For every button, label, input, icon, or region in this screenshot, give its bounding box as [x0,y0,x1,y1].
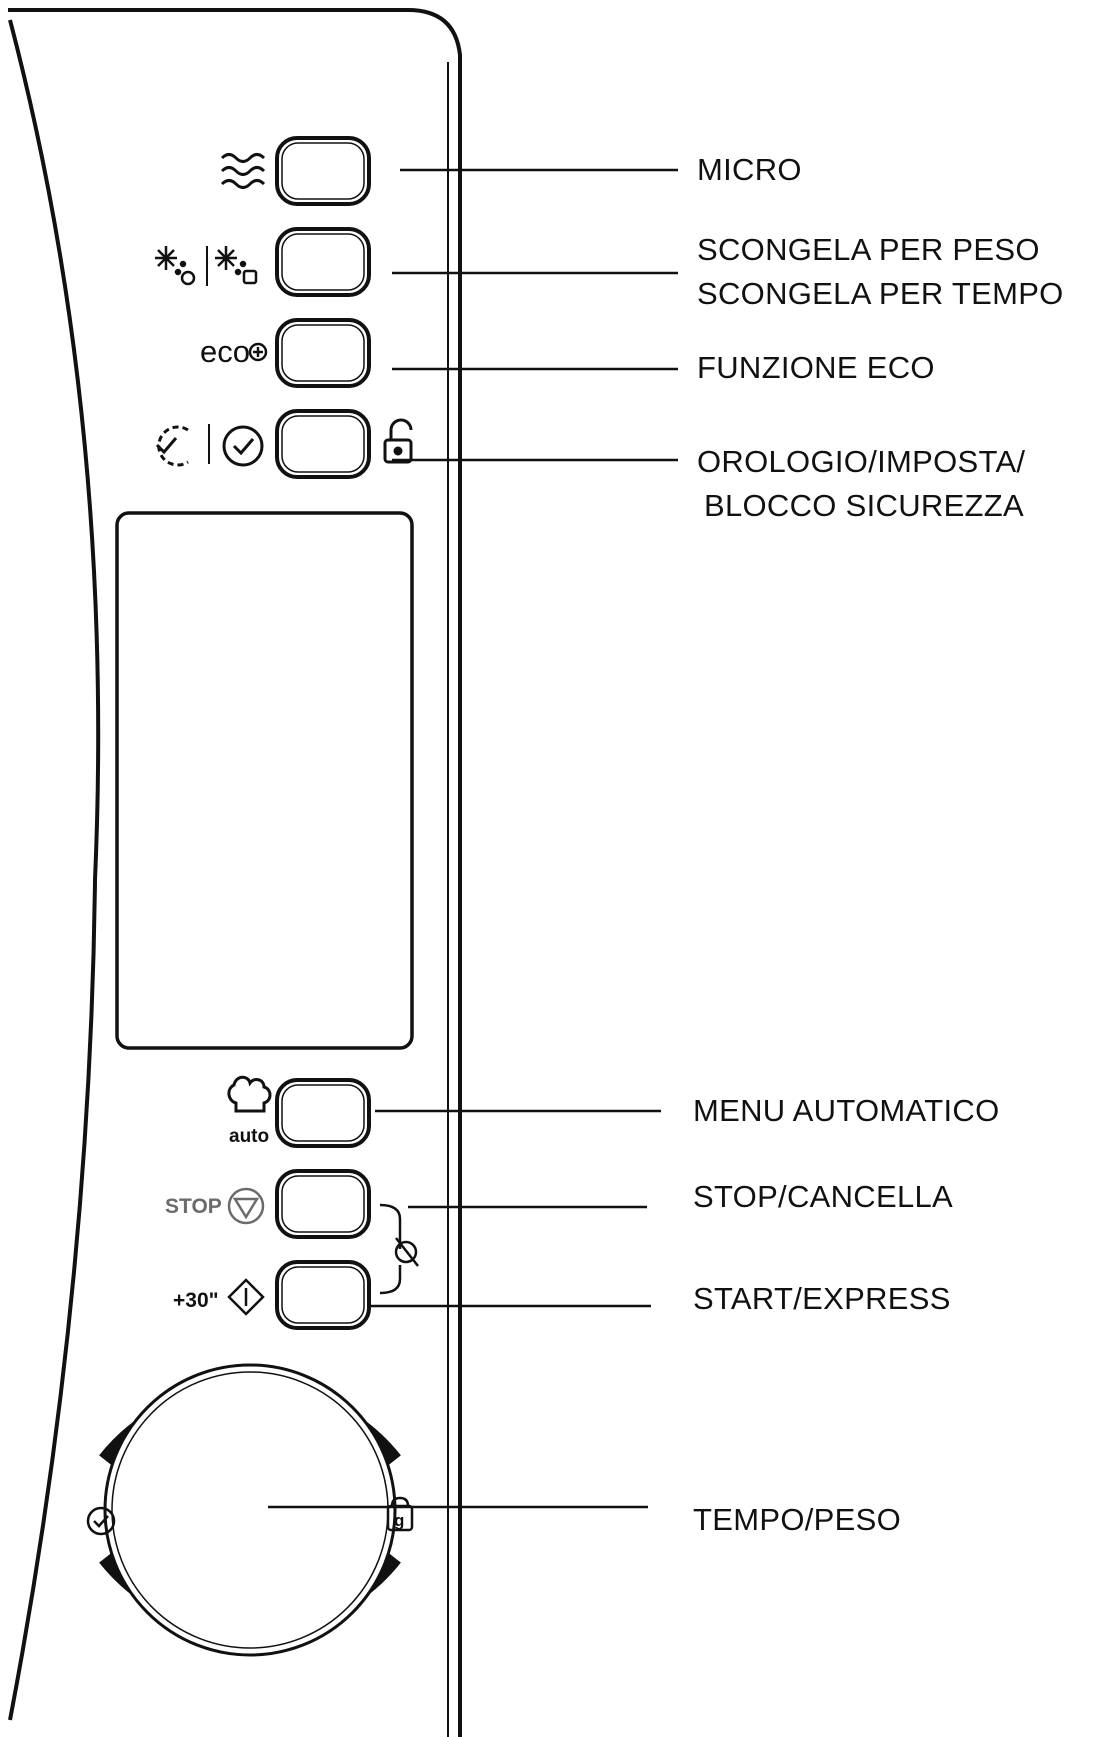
dial-clock-icon [86,1506,116,1536]
eco-label: eco [200,334,250,369]
auto-label: auto [229,1126,269,1147]
callout-defrost-time: SCONGELA PER TEMPO [697,276,1064,311]
stop-triangle-icon [227,1187,265,1225]
defrost-by-time-icon [215,246,258,285]
callout-time-weight: TEMPO/PESO [693,1502,901,1537]
chef-hat-icon [227,1075,272,1113]
defrost-by-weight-icon [155,246,196,286]
timer-clock-icon [155,425,189,467]
callout-micro: MICRO [697,152,802,187]
defrost-button[interactable] [275,227,371,297]
time-weight-dial[interactable] [99,1363,401,1657]
eco-button[interactable] [275,318,371,388]
stop-button[interactable] [275,1169,371,1239]
callout-clock: OROLOGIO/IMPOSTA/ BLOCCO SICUREZZA [697,440,1025,528]
start-diamond-icon [227,1278,265,1316]
clock-check-icon [222,425,264,467]
auto-menu-button[interactable] [275,1078,371,1148]
callout-stop-cancel: STOP/CANCELLA [693,1179,954,1214]
plus30-label: +30" [173,1289,219,1312]
callout-defrost-weight: SCONGELA PER PESO [697,232,1040,267]
combo-bracket [379,1203,402,1295]
callout-clock-line1: OROLOGIO/IMPOSTA/ [697,444,1026,479]
callout-defrost: SCONGELA PER PESO SCONGELA PER TEMPO [697,228,1064,316]
callout-clock-line2: BLOCCO SICUREZZA [704,488,1025,523]
dial-weight-letter: g [394,1511,404,1530]
display-window [115,511,414,1050]
clock-button[interactable] [275,409,371,479]
child-lock-icon [383,418,413,464]
panel-outline [8,8,462,1737]
microwave-waves-icon [220,153,266,189]
start-button[interactable] [275,1260,371,1330]
callout-auto-menu: MENU AUTOMATICO [693,1093,1000,1128]
leader-lines [268,168,678,1509]
callout-start-express: START/EXPRESS [693,1281,951,1316]
micro-button[interactable] [275,136,371,206]
eco-leaf-icon [248,342,268,362]
lock-combo-icon [394,1237,419,1267]
stop-label: STOP [165,1195,222,1218]
callout-eco-function: FUNZIONE ECO [697,350,935,385]
